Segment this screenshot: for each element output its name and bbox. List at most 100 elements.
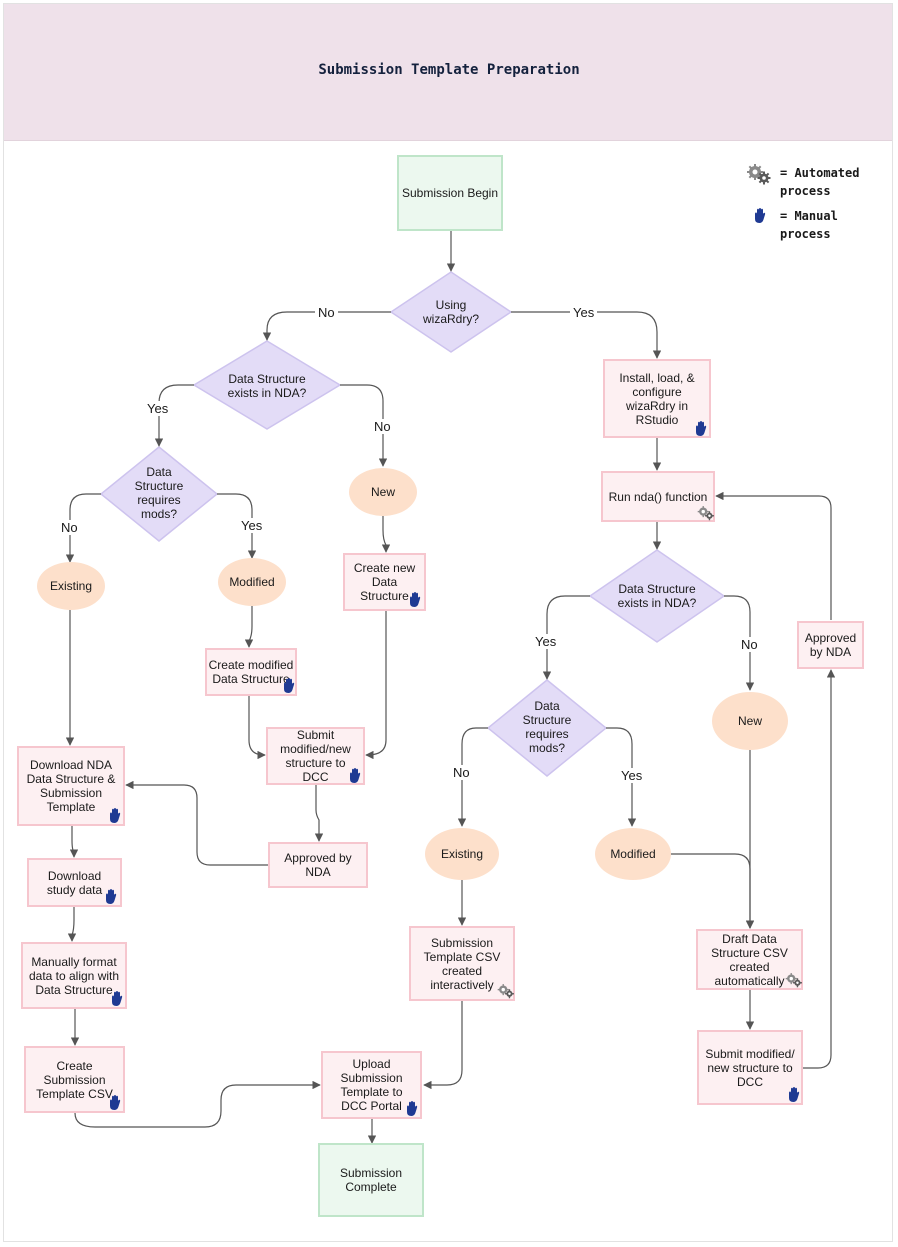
node-existing-left: Existing: [37, 562, 105, 610]
gears-icon: [785, 973, 802, 988]
node-modified-right: Modified: [595, 828, 671, 880]
node-approved-nda-left: Approved by NDA: [268, 842, 368, 888]
node-submit-dcc-right: Submit modified/ new structure to DCC: [697, 1030, 803, 1105]
edge-label-no-mods-right: No: [450, 765, 473, 780]
hand-icon: [407, 1101, 418, 1116]
decision-using-wizardry-shape: [389, 271, 513, 353]
node-create-modified-ds: Create modified Data Structure: [205, 648, 297, 696]
edge-label-yes-mods-right: Yes: [618, 768, 646, 783]
node-submission-complete-label: Submission Complete: [339, 1166, 403, 1194]
decision-using-wizardry: Using wizaRdry?: [422, 298, 479, 326]
hand-icon: [110, 1095, 121, 1110]
node-create-submission-csv-label: Create Submission Template CSV: [36, 1058, 113, 1101]
edge-new-left-to-create: [381, 516, 391, 553]
edge-exists-left-no: [340, 384, 388, 467]
edge-label-no-exists-right: No: [738, 637, 761, 652]
node-submit-dcc-left-label: Submit modified/new structure to DCC: [280, 728, 351, 784]
edge-submit-to-approved: [314, 785, 324, 842]
edge-create-new-to-submit: [365, 611, 387, 760]
hand-icon: [410, 592, 421, 607]
node-submission-begin: Submission Begin: [397, 155, 503, 231]
node-create-modified-ds-label: Create modified Data Structure: [208, 658, 294, 686]
node-submission-begin-label: Submission Begin: [401, 186, 499, 200]
node-submit-dcc-left: Submit modified/new structure to DCC: [266, 727, 365, 785]
edge-label-yes-mods-left: Yes: [238, 518, 266, 533]
node-approved-nda-right: Approved by NDA: [797, 621, 864, 669]
node-new-right-label: New: [737, 714, 762, 728]
edge-create-csv-to-upload: [74, 1080, 321, 1128]
edge-label-no-mods-left: No: [58, 520, 81, 535]
hand-icon: [789, 1087, 800, 1102]
node-manually-format: Manually format data to align with Data …: [21, 942, 127, 1009]
page-title: Submission Template Preparation: [318, 62, 580, 78]
decision-ds-mods-left: Data Structure requires mods?: [134, 465, 184, 521]
hand-icon: [755, 208, 766, 223]
decision-ds-exists-right-shape: [588, 549, 726, 643]
hand-icon: [350, 768, 361, 783]
edge-download-to-study: [69, 826, 79, 858]
edge-using-yes: [511, 311, 662, 359]
legend-manual: = Manual process: [780, 209, 838, 241]
decision-ds-exists-right: Data Structure exists in NDA?: [617, 582, 697, 610]
hand-icon: [112, 991, 123, 1006]
edge-label-yes-top: Yes: [570, 305, 598, 320]
decision-ds-mods-right: Data Structure requires mods?: [522, 699, 572, 755]
node-modified-left: Modified: [218, 558, 286, 606]
edge-label-yes-exists-left: Yes: [144, 401, 172, 416]
gears-icon: [747, 164, 771, 185]
edge-study-to-format: [67, 907, 77, 942]
node-create-new-ds-label: Create new Data Structure: [353, 561, 416, 603]
edge-mods-left-no: [65, 493, 101, 563]
edge-mods-right-yes: [606, 727, 637, 827]
edge-create-mod-to-submit: [248, 696, 266, 760]
node-submission-csv-interactive-label: Submission Template CSV created interact…: [423, 935, 501, 992]
node-draft-ds-csv-label: Draft Data Structure CSV created automat…: [711, 931, 788, 988]
edge-mods-left-yes: [217, 493, 257, 559]
edge-submit-right-to-approved: [803, 669, 836, 1069]
node-download-nda-ds-label: Download NDA Data Structure & Submission…: [26, 758, 116, 814]
node-create-submission-csv: Create Submission Template CSV: [24, 1046, 125, 1113]
header-band: [4, 4, 892, 141]
edge-using-no: [262, 311, 391, 341]
edge-exists-right-yes: [542, 595, 590, 680]
node-download-study-data-label: Download study data: [46, 868, 103, 897]
node-submit-dcc-right-label: Submit modified/ new structure to DCC: [705, 1046, 795, 1089]
node-install-wizardry-label: Install, load, & configure wizaRdry in R…: [619, 370, 695, 427]
edge-modified-right-to-draft: [671, 853, 755, 929]
node-download-nda-ds: Download NDA Data Structure & Submission…: [17, 746, 125, 826]
gears-icon: [497, 984, 514, 999]
node-approved-nda-right-label: Approved by NDA: [804, 631, 857, 659]
gears-icon: [697, 506, 714, 521]
node-manually-format-label: Manually format data to align with Data …: [28, 954, 120, 997]
edge-modified-left-to-create: [244, 606, 254, 648]
node-run-nda-label: Run nda() function: [608, 489, 708, 504]
edge-label-no-top: No: [315, 305, 338, 320]
edge-exists-right-no: [724, 595, 755, 691]
decision-ds-mods-right-shape: [486, 679, 608, 777]
node-install-wizardry: Install, load, & configure wizaRdry in R…: [603, 359, 711, 438]
edge-interactive-to-upload: [423, 1001, 463, 1090]
decision-ds-mods-left-shape: [99, 446, 219, 542]
node-draft-ds-csv: Draft Data Structure CSV created automat…: [696, 929, 803, 990]
node-existing-left-label: Existing: [49, 579, 93, 593]
hand-icon: [110, 808, 121, 823]
decision-ds-exists-left-shape: [192, 340, 342, 430]
edge-label-yes-exists-right: Yes: [532, 634, 560, 649]
hand-icon: [106, 889, 117, 904]
node-new-left: New: [349, 468, 417, 516]
node-approved-nda-left-label: Approved by NDA: [284, 851, 352, 879]
edge-mods-right-no: [457, 727, 488, 827]
node-modified-right-label: Modified: [610, 847, 656, 861]
node-upload-template-label: Upload Submission Template to DCC Portal: [340, 1057, 403, 1113]
node-submission-csv-interactive: Submission Template CSV created interact…: [409, 926, 515, 1001]
node-new-left-label: New: [370, 485, 395, 499]
node-upload-template: Upload Submission Template to DCC Portal: [321, 1051, 422, 1119]
decision-ds-exists-left: Data Structure exists in NDA?: [227, 372, 307, 400]
edge-approved-right-to-run: [715, 491, 832, 620]
legend-automated: = Automated process: [780, 166, 860, 198]
node-submission-complete: Submission Complete: [318, 1143, 424, 1217]
hand-icon: [696, 421, 707, 436]
edge-label-no-exists-left: No: [371, 419, 394, 434]
